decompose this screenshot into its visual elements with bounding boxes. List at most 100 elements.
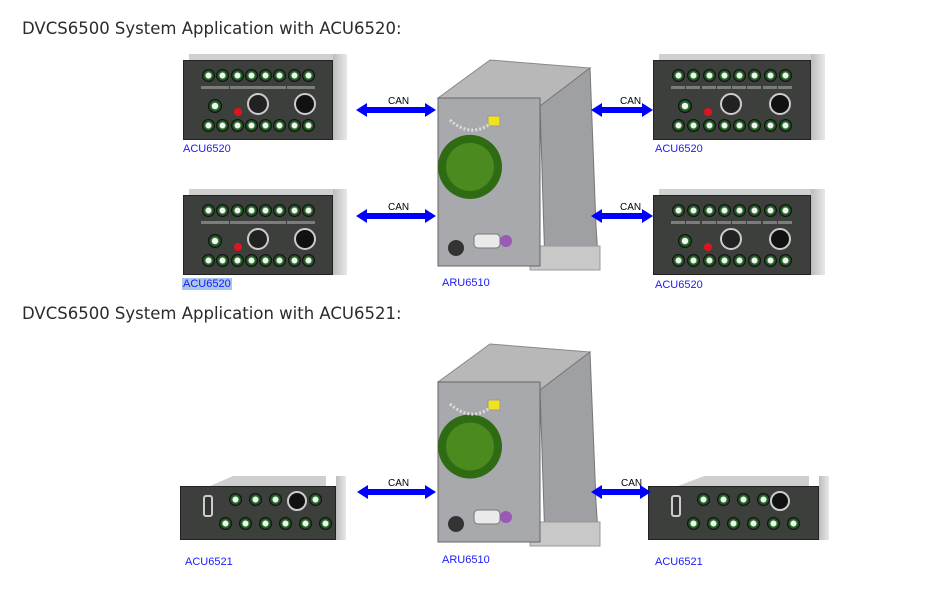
- volume-knob: [287, 254, 301, 267]
- volume-knob: [259, 517, 272, 530]
- volume-knob: [672, 119, 685, 132]
- volume-knob: [301, 69, 315, 82]
- connector-ring: [500, 235, 512, 247]
- volume-knob: [702, 69, 716, 82]
- connector-ring: [500, 511, 512, 523]
- vox-knob: [208, 99, 222, 113]
- channel-tag: [701, 221, 716, 224]
- channel-tag: [777, 221, 792, 224]
- volume-knob: [727, 517, 740, 530]
- volume-knob: [787, 517, 800, 530]
- acu6520-panel-top-right: [653, 54, 825, 140]
- acu6521-label: ACU6521: [655, 556, 703, 568]
- acu6520-label: ACU6520: [655, 279, 703, 291]
- volume-knob: [672, 204, 685, 217]
- channel-tag: [272, 221, 287, 224]
- acu6520-label: ACU6520: [183, 143, 231, 155]
- channel-tag: [747, 221, 762, 224]
- channel-tag: [777, 86, 792, 89]
- volume-knob: [778, 204, 792, 217]
- volume-knob: [763, 69, 777, 82]
- volume-knob: [733, 119, 746, 132]
- volume-knob: [230, 119, 244, 132]
- panel-face: [183, 60, 333, 140]
- volume-knob: [239, 517, 252, 530]
- can-label: CAN: [388, 96, 410, 107]
- aru6510-unit: [430, 342, 602, 552]
- volume-knob: [778, 119, 792, 132]
- can-label: CAN: [620, 96, 642, 107]
- volume-knob: [748, 69, 762, 82]
- selector-knob: [720, 93, 743, 115]
- volume-knob: [216, 119, 230, 132]
- volume-knob: [301, 254, 315, 267]
- aru6510-label: ARU6510: [442, 554, 490, 566]
- bead-chain: [448, 402, 491, 416]
- arrow-shape: [356, 209, 436, 223]
- volume-knob: [259, 204, 272, 217]
- aru6510-drawing: [436, 59, 601, 271]
- channel-tag: [747, 86, 762, 89]
- volume-knob: [202, 119, 215, 132]
- can-connector: [473, 233, 501, 249]
- volume-knob: [747, 517, 760, 530]
- volume-knob: [216, 204, 230, 217]
- ground-stud: [448, 516, 464, 532]
- volume-knob: [763, 254, 777, 267]
- arrow-shape: [356, 103, 436, 117]
- channel-tag: [201, 221, 215, 224]
- panel-side: [811, 54, 825, 140]
- volume-knob: [778, 254, 792, 267]
- volume-knob: [259, 69, 272, 82]
- volume-knob: [301, 204, 315, 217]
- volume-knob: [763, 204, 777, 217]
- master-volume-knob: [769, 93, 792, 115]
- selector-switch: [671, 495, 681, 517]
- volume-knob: [273, 69, 287, 82]
- volume-knob: [244, 69, 258, 82]
- master-volume-knob: [293, 93, 316, 115]
- section-heading-acu6520: DVCS6500 System Application with ACU6520…: [22, 19, 402, 38]
- can-double-arrow: [591, 485, 651, 499]
- volume-knob: [259, 254, 272, 267]
- volume-knob: [737, 493, 750, 506]
- volume-knob: [216, 69, 230, 82]
- acu6521-panel-left: [180, 476, 346, 540]
- volume-knob: [219, 517, 232, 530]
- section-heading-acu6521: DVCS6500 System Application with ACU6521…: [22, 304, 402, 323]
- volume-knob: [244, 254, 258, 267]
- channel-tag: [258, 86, 272, 89]
- vox-knob: [208, 234, 222, 248]
- can-label: CAN: [388, 478, 410, 489]
- backup-button: [234, 243, 242, 251]
- selector-knob: [720, 228, 743, 250]
- acu6520-label-highlighted: ACU6520: [182, 278, 232, 290]
- channel-tag: [229, 86, 244, 89]
- channel-tag: [243, 221, 258, 224]
- volume-knob: [672, 254, 685, 267]
- volume-knob: [717, 493, 730, 506]
- volume-knob: [702, 204, 716, 217]
- channel-tag: [671, 86, 685, 89]
- vox-knob: [678, 99, 692, 113]
- volume-knob: [778, 69, 792, 82]
- bead-chain: [448, 118, 491, 132]
- panel-side: [811, 189, 825, 275]
- panel-face: [653, 60, 811, 140]
- dust-cap: [487, 115, 501, 127]
- volume-knob: [702, 254, 716, 267]
- aru6510-label: ARU6510: [442, 277, 490, 289]
- arrow-shape: [591, 209, 653, 223]
- panel-face: [653, 195, 811, 275]
- volume-knob: [229, 493, 242, 506]
- panel-side: [819, 476, 829, 540]
- dust-cap: [487, 399, 501, 411]
- panel-face: [180, 486, 336, 540]
- channel-tag: [258, 221, 272, 224]
- volume-knob: [763, 119, 777, 132]
- panel-top: [189, 54, 339, 60]
- volume-knob: [279, 517, 292, 530]
- channel-tag: [300, 221, 315, 224]
- volume-knob: [202, 254, 215, 267]
